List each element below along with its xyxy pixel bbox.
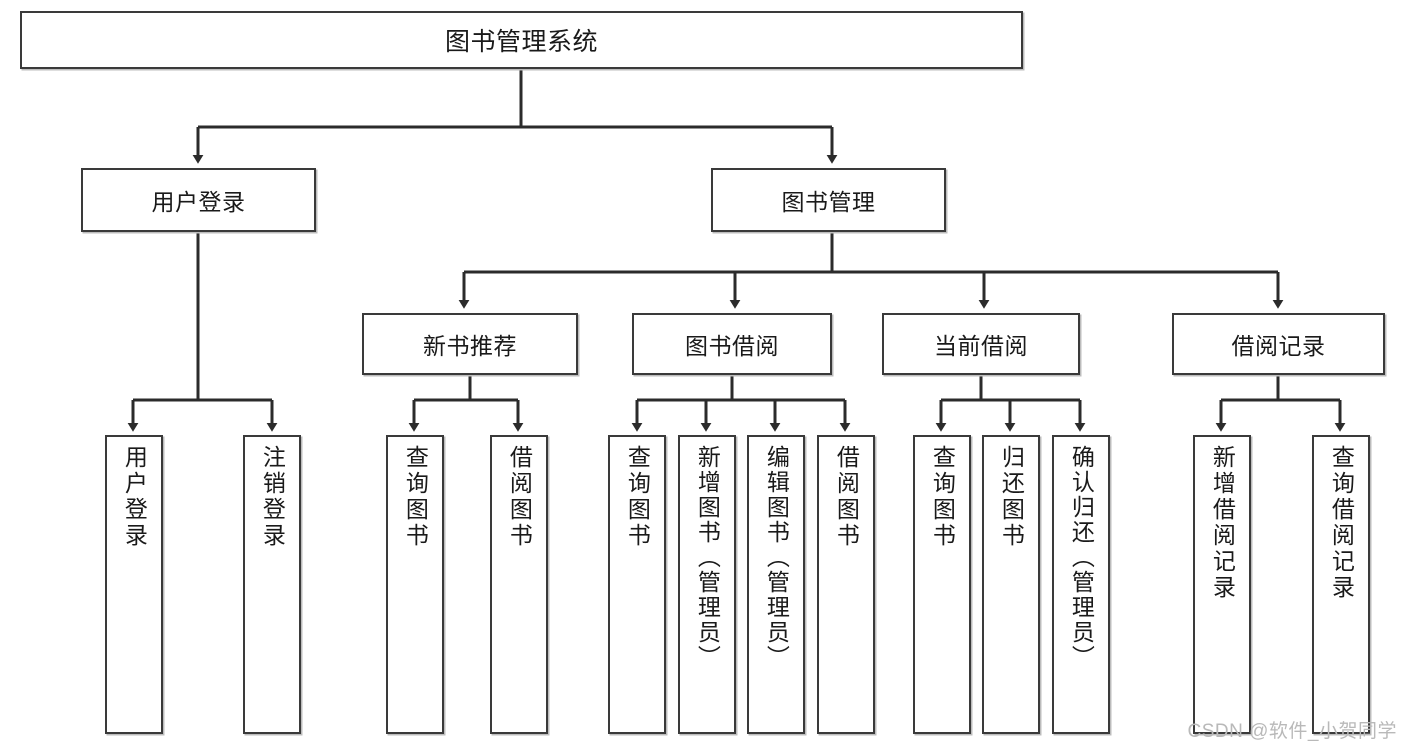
leaf-current-borrow-return-books[interactable]: 归还图书 bbox=[982, 435, 1040, 734]
leaf-book-borrow-query-books[interactable]: 查询图书 bbox=[608, 435, 666, 734]
node-current-borrowing[interactable]: 当前借阅 bbox=[882, 313, 1080, 375]
leaf-book-borrow-borrow-books[interactable]: 借阅图书 bbox=[817, 435, 875, 734]
leaf-book-borrow-add-book-admin[interactable]: 新增图书（管理员） bbox=[678, 435, 736, 734]
node-label: 归还图书 bbox=[998, 445, 1025, 549]
node-label: 图书管理 bbox=[781, 189, 876, 215]
node-label: 借阅记录 bbox=[1231, 333, 1326, 359]
node-label: 编辑图书（管理员） bbox=[763, 445, 790, 670]
csdn-watermark: CSDN @软件_小贺同学 bbox=[1187, 721, 1397, 742]
leaf-user-login-login[interactable]: 用户登录 bbox=[105, 435, 163, 734]
node-root-book-management-system[interactable]: 图书管理系统 bbox=[20, 11, 1023, 69]
node-label: 新增图书（管理员） bbox=[694, 445, 721, 670]
node-new-book-recommendation[interactable]: 新书推荐 bbox=[362, 313, 578, 375]
leaf-borrow-record-query-record[interactable]: 查询借阅记录 bbox=[1312, 435, 1370, 734]
node-label: 用户登录 bbox=[121, 445, 148, 549]
node-label: 借阅图书 bbox=[833, 445, 860, 549]
node-label: 借阅图书 bbox=[506, 445, 533, 549]
node-label: 用户登录 bbox=[151, 189, 246, 215]
node-label: 图书借阅 bbox=[685, 333, 779, 359]
leaf-new-book-borrow-books[interactable]: 借阅图书 bbox=[490, 435, 548, 734]
node-label: 注销登录 bbox=[259, 445, 286, 549]
leaf-current-borrow-query-books[interactable]: 查询图书 bbox=[913, 435, 971, 734]
node-label: 图书管理系统 bbox=[444, 28, 598, 56]
node-label: 确认归还（管理员） bbox=[1068, 445, 1095, 670]
node-label: 查询图书 bbox=[929, 445, 956, 549]
leaf-user-login-logout[interactable]: 注销登录 bbox=[243, 435, 301, 734]
node-borrowing-record[interactable]: 借阅记录 bbox=[1172, 313, 1385, 375]
node-book-management[interactable]: 图书管理 bbox=[711, 168, 946, 232]
node-user-login[interactable]: 用户登录 bbox=[81, 168, 316, 232]
node-label: 查询借阅记录 bbox=[1328, 445, 1355, 601]
node-label: 查询图书 bbox=[624, 445, 651, 549]
node-label: 当前借阅 bbox=[934, 333, 1028, 359]
leaf-current-borrow-confirm-return-admin[interactable]: 确认归还（管理员） bbox=[1052, 435, 1110, 734]
node-book-borrowing[interactable]: 图书借阅 bbox=[632, 313, 832, 375]
leaf-book-borrow-edit-book-admin[interactable]: 编辑图书（管理员） bbox=[747, 435, 805, 734]
leaf-new-book-query-books[interactable]: 查询图书 bbox=[386, 435, 444, 734]
node-label: 查询图书 bbox=[402, 445, 429, 549]
leaf-borrow-record-add-record[interactable]: 新增借阅记录 bbox=[1193, 435, 1251, 734]
node-label: 新增借阅记录 bbox=[1209, 445, 1236, 601]
node-label: 新书推荐 bbox=[423, 333, 517, 359]
